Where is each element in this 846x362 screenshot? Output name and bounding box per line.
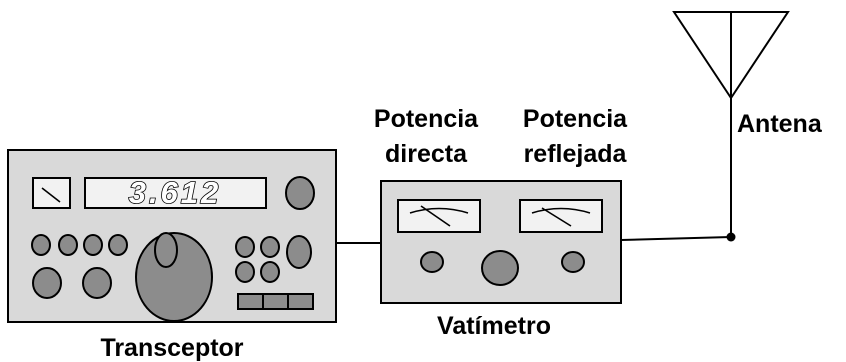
reflected-power-meter [519, 199, 603, 233]
switch [262, 293, 289, 310]
potencia-reflejada-line2: reflejada [524, 140, 628, 168]
tuning-dial-grip [154, 232, 178, 268]
frequency-display [84, 177, 267, 209]
cable-wattmeter-to-antenna [620, 236, 732, 241]
vatimetro-label: Vatímetro [437, 312, 551, 340]
transceptor-label: Transceptor [100, 334, 243, 362]
junction-dot [726, 232, 736, 242]
forward-meter-scale [409, 207, 469, 214]
knob [561, 251, 585, 273]
transceiver-meter [32, 177, 71, 209]
reflected-meter-scale [531, 207, 591, 214]
button [235, 236, 255, 258]
knob [285, 176, 315, 210]
switch [237, 293, 264, 310]
knob [420, 251, 444, 273]
knob [286, 235, 312, 269]
reflected-meter-needle [541, 207, 572, 227]
button [58, 234, 78, 256]
button [108, 234, 128, 256]
button [260, 236, 280, 258]
button [235, 261, 255, 283]
forward-meter-needle [420, 205, 451, 227]
knob [32, 267, 62, 299]
transceiver: 3.612 [7, 149, 337, 323]
potencia-directa-line2: directa [385, 140, 468, 168]
knob [481, 250, 519, 286]
transceiver-meter-needle [41, 187, 61, 203]
switch [287, 293, 314, 310]
antena-label: Antena [737, 110, 823, 138]
potencia-directa-line1: Potencia [374, 105, 479, 133]
potencia-reflejada-line1: Potencia [523, 105, 628, 133]
antenna [672, 11, 790, 238]
frequency-readout: 3.612 [129, 175, 222, 210]
button [83, 234, 103, 256]
forward-power-meter [397, 199, 481, 233]
knob [82, 267, 112, 299]
button [31, 234, 51, 256]
wattmeter [380, 180, 622, 304]
button [260, 261, 280, 283]
